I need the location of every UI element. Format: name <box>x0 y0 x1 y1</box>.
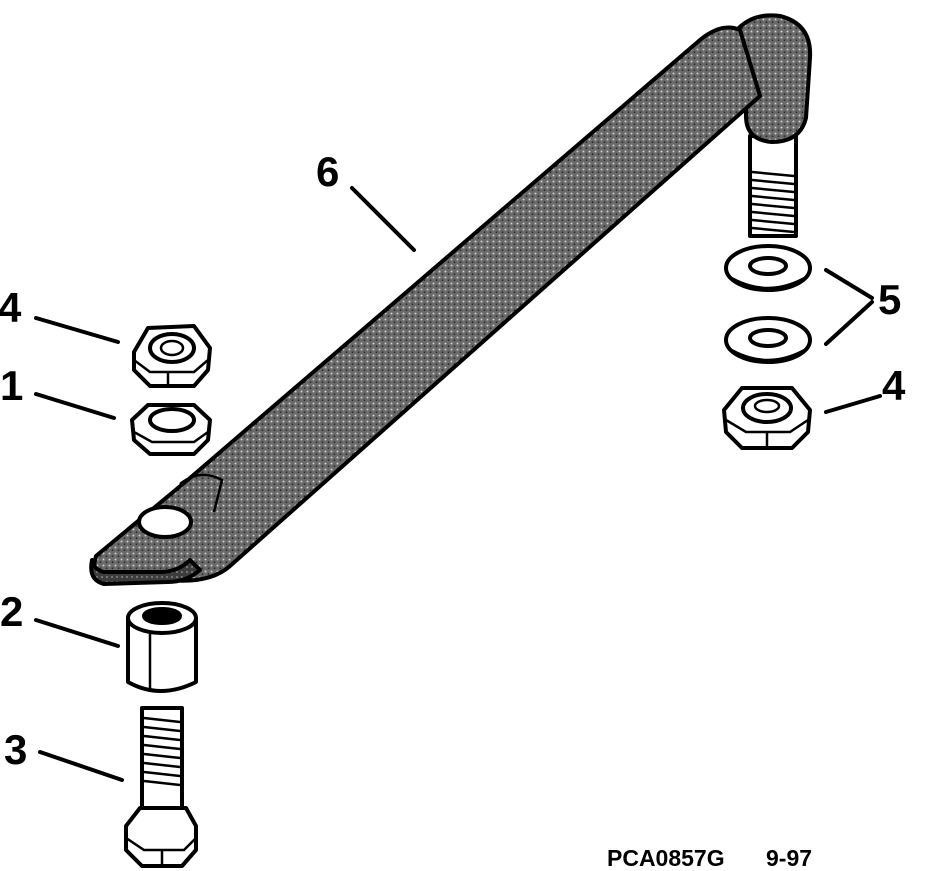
callout-washers: 5 <box>878 276 901 323</box>
lock-nut-right <box>722 386 812 450</box>
cap-screw <box>124 706 198 868</box>
jam-nut-left <box>130 403 212 456</box>
leader-lines <box>34 186 882 782</box>
callout-drag-link: 6 <box>316 148 339 195</box>
figure-code: PCA0857G <box>607 845 725 871</box>
figure-date: 9-97 <box>766 845 812 871</box>
spacer-bushing <box>126 601 198 693</box>
lock-nut-left <box>132 324 212 388</box>
callout-nut-right: 4 <box>882 362 906 409</box>
callout-jam-nut: 1 <box>0 362 23 409</box>
washers <box>724 244 812 364</box>
drag-link-rod <box>89 13 813 586</box>
callout-spacer: 2 <box>0 588 23 635</box>
callout-nut-left: 4 <box>0 284 22 331</box>
callout-cap-screw: 3 <box>4 726 27 773</box>
